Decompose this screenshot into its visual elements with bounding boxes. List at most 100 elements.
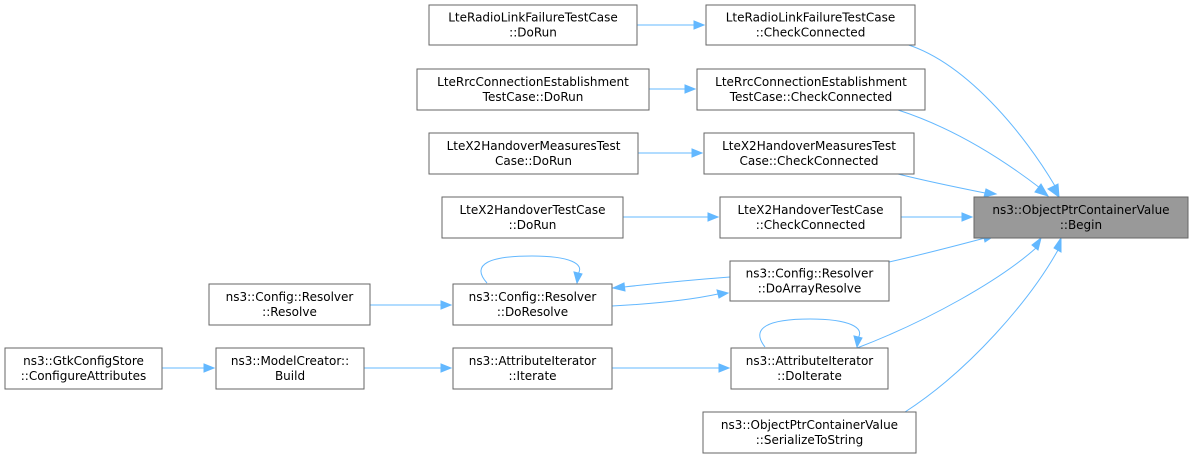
node-box <box>696 68 926 111</box>
edge-arrowhead <box>1031 236 1042 251</box>
node-label-line: ns3::Config::Resolver <box>226 290 354 304</box>
edge-line <box>888 237 986 263</box>
node-box <box>452 283 613 326</box>
edge-arrowhead <box>716 289 730 299</box>
node-label-line: LteRadioLinkFailureTestCase <box>448 11 618 25</box>
edge-rrc_run-to-rrc_check <box>649 84 697 94</box>
node-label-line: ns3::AttributeIterator <box>469 354 597 368</box>
node-x2m_check[interactable]: LteX2HandoverMeasuresTestCase::CheckConn… <box>703 132 915 175</box>
node-begin: ns3::ObjectPtrContainerValue::Begin <box>973 196 1189 239</box>
edge-arrowhead <box>573 271 583 285</box>
edge-doiterate-to-doiterate <box>759 318 863 349</box>
edge-line <box>623 276 731 288</box>
edge-line <box>901 42 1056 187</box>
node-label-line: ::SerializeToString <box>756 433 864 447</box>
edge-arrowhead <box>961 212 974 222</box>
edge-line <box>611 293 719 307</box>
edge-arrowhead <box>203 363 216 373</box>
node-label-line: ::CheckConnected <box>756 26 866 40</box>
node-label-line: ns3::Config::Resolver <box>746 267 874 281</box>
node-box <box>703 132 915 175</box>
node-box <box>729 260 890 302</box>
edge-arrowhead <box>611 282 626 292</box>
node-doarray[interactable]: ns3::Config::Resolver::DoArrayResolve <box>729 260 890 302</box>
node-label-line: ns3::AttributeIterator <box>746 354 874 368</box>
edge-x2_run-to-x2_check <box>623 212 720 222</box>
node-box <box>730 347 889 390</box>
node-label-line: ns3::ModelCreator:: <box>231 354 349 368</box>
node-box <box>705 4 916 46</box>
graph-edges <box>162 20 1062 413</box>
node-box <box>719 196 902 239</box>
node-rrc_run[interactable]: LteRrcConnectionEstablishmentTestCase::D… <box>416 68 650 111</box>
node-rlf_check[interactable]: LteRadioLinkFailureTestCase::CheckConnec… <box>705 4 916 46</box>
node-label-line: LteX2HandoverTestCase <box>460 203 606 217</box>
node-box <box>441 196 624 239</box>
edge-arrowhead <box>440 363 453 373</box>
node-label-line: ns3::GtkConfigStore <box>23 354 144 368</box>
edge-rlf_run-to-rlf_check <box>637 20 706 30</box>
node-label-line: LteX2HandoverMeasuresTest <box>447 139 621 153</box>
edge-line <box>897 173 986 194</box>
node-label-line: TestCase::DoRun <box>482 90 584 104</box>
node-label-line: ns3::ObjectPtrContainerValue <box>992 203 1169 217</box>
edge-arrowhead <box>1034 183 1050 197</box>
node-label-line: ns3::Config::Resolver <box>469 290 597 304</box>
node-doresolve[interactable]: ns3::Config::Resolver::DoResolve <box>452 283 613 326</box>
edge-serialize-to-begin <box>904 236 1062 413</box>
node-label-line: LteRadioLinkFailureTestCase <box>726 11 896 25</box>
node-label-line: ::DoRun <box>509 218 557 232</box>
edge-arrowhead <box>853 335 863 349</box>
node-box <box>452 347 613 390</box>
node-rlf_run[interactable]: LteRadioLinkFailureTestCase::DoRun <box>428 4 638 46</box>
node-box <box>428 132 639 175</box>
edge-line <box>759 318 861 348</box>
edge-line <box>480 255 581 284</box>
node-label-line: ::DoRun <box>509 26 557 40</box>
node-label-line: Case::CheckConnected <box>740 154 879 168</box>
node-box <box>428 4 638 46</box>
node-serialize[interactable]: ns3::ObjectPtrContainerValue::SerializeT… <box>702 411 917 454</box>
node-label-line: LteRrcConnectionEstablishment <box>715 75 907 89</box>
edge-iterate-to-doiterate <box>612 363 731 373</box>
node-label-line: ::ConfigureAttributes <box>21 369 146 383</box>
node-label-line: LteX2HandoverTestCase <box>738 203 884 217</box>
node-label-line: ns3::ObjectPtrContainerValue <box>721 418 898 432</box>
node-doiterate[interactable]: ns3::AttributeIterator::DoIterate <box>730 347 889 390</box>
edge-arrowhead <box>1047 183 1060 199</box>
edge-arrowhead <box>983 188 998 198</box>
node-label-line: ::DoArrayResolve <box>758 282 862 296</box>
node-resolve[interactable]: ns3::Config::Resolver::Resolve <box>208 283 371 326</box>
edge-doresolve-to-doarray <box>611 289 730 307</box>
edge-doresolve-to-doresolve <box>480 255 583 285</box>
edge-line <box>904 249 1059 413</box>
node-label-line: Build <box>275 369 305 383</box>
edge-doiterate-to-begin <box>856 236 1042 349</box>
edge-arrowhead <box>440 300 453 310</box>
node-box <box>973 196 1189 239</box>
node-configure[interactable]: ns3::GtkConfigStore::ConfigureAttributes <box>4 347 163 390</box>
edge-arrowhead <box>693 20 706 30</box>
node-label-line: ::Resolve <box>262 305 317 319</box>
node-box <box>702 411 917 454</box>
node-x2_run[interactable]: LteX2HandoverTestCase::DoRun <box>441 196 624 239</box>
edge-arrowhead <box>684 84 697 94</box>
edge-x2_check-to-begin <box>901 212 974 222</box>
edge-line <box>897 109 1041 189</box>
node-iterate[interactable]: ns3::AttributeIterator::Iterate <box>452 347 613 390</box>
node-box <box>4 347 163 390</box>
edge-x2m_check-to-begin <box>897 173 998 198</box>
edge-arrowhead <box>718 363 731 373</box>
graph-nodes: ns3::ObjectPtrContainerValue::Begin LteRa… <box>4 4 1189 454</box>
node-box <box>416 68 650 111</box>
node-x2_check[interactable]: LteX2HandoverTestCase::CheckConnected <box>719 196 902 239</box>
edge-rrc_check-to-begin <box>897 109 1050 197</box>
node-build[interactable]: ns3::ModelCreator::Build <box>215 347 365 390</box>
edge-line <box>856 247 1037 349</box>
node-box <box>208 283 371 326</box>
edge-rlf_check-to-begin <box>901 42 1060 199</box>
node-rrc_check[interactable]: LteRrcConnectionEstablishmentTestCase::C… <box>696 68 926 111</box>
node-label-line: ::Iterate <box>508 369 556 383</box>
